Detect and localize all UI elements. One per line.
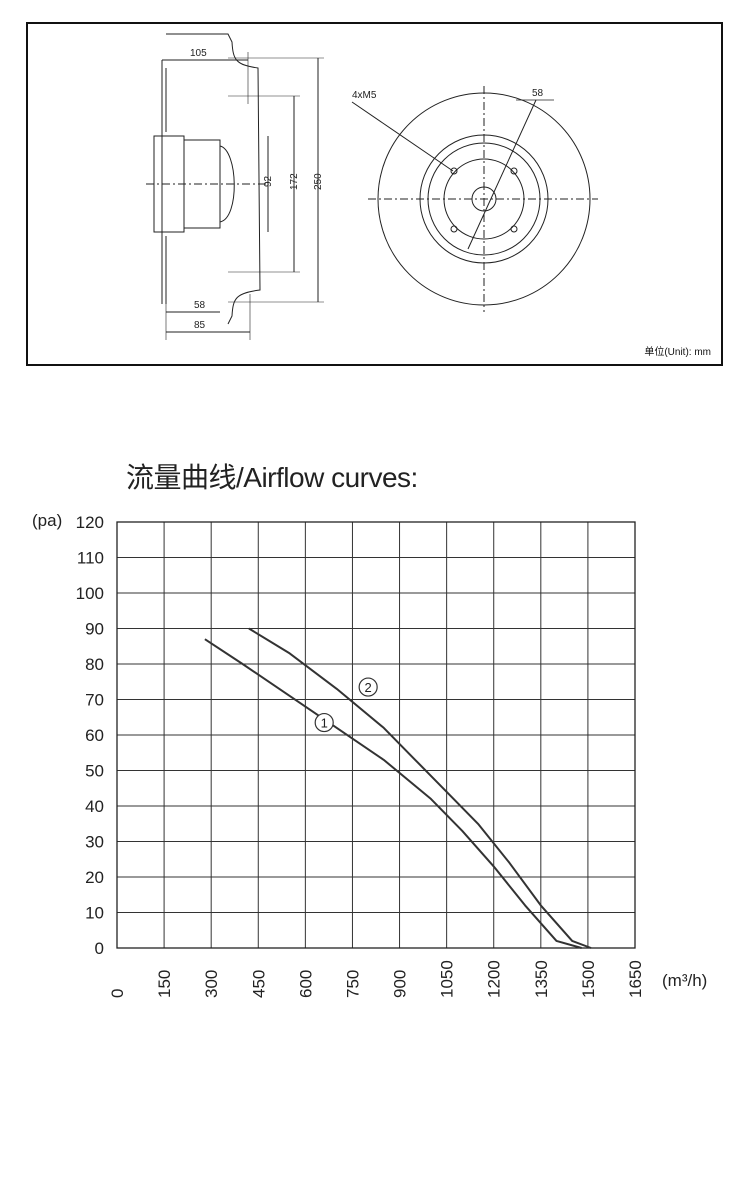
impeller-blades	[219, 145, 235, 223]
y-tick-label: 0	[95, 939, 104, 958]
y-tick-label: 100	[76, 584, 104, 603]
x-tick-label: 900	[391, 970, 410, 998]
x-axis-label: (m³/h)	[662, 971, 707, 990]
x-tick-label: 750	[343, 970, 362, 998]
plot-frame	[116, 521, 636, 949]
y-tick-label: 80	[85, 655, 104, 674]
series-label: 1	[321, 716, 328, 731]
x-tick-label: 450	[249, 970, 268, 998]
drawing-svg: 105 92 172 250 58 85 4xM5 58	[146, 33, 598, 340]
y-tick-label: 60	[85, 726, 104, 745]
series-label: 2	[365, 680, 372, 695]
dim-label-58-front: 58	[532, 88, 544, 99]
x-tick-label: 300	[202, 970, 221, 998]
y-axis-label: (pa)	[32, 511, 62, 530]
chart-grid	[116, 521, 636, 949]
x-tick-label: 150	[155, 970, 174, 998]
chart-series	[204, 627, 592, 949]
leader-screws	[351, 101, 454, 172]
series-marker-circle	[314, 712, 334, 733]
dim-label-105: 105	[190, 48, 207, 59]
x-tick-labels: 0 150 300 450 600 750 900 1050 1200 1350 1500 1650	[108, 960, 645, 998]
x-tick-label: 1050	[438, 960, 457, 998]
y-tick-labels: 0 10 20 30 40 50 60 70 80 90 100 110 120	[76, 513, 104, 958]
technical-drawing: 105 92 172 250 58 85 4xM5 58 单位(Unit): m…	[26, 22, 723, 366]
leader-bolt-circle	[467, 99, 537, 250]
series-line	[204, 638, 582, 949]
y-tick-label: 110	[77, 549, 104, 568]
x-tick-label: 600	[296, 970, 315, 998]
dim-label-172: 172	[289, 173, 300, 190]
y-tick-label: 20	[85, 868, 104, 887]
chart-title: 流量曲线/Airflow curves:	[126, 462, 418, 493]
fan-impeller-profile	[166, 33, 261, 325]
dim-label-250: 250	[313, 173, 324, 190]
x-tick-label: 1200	[485, 960, 504, 998]
y-tick-label: 50	[85, 762, 104, 781]
series-labels: 12	[314, 677, 378, 733]
y-tick-label: 120	[76, 513, 104, 532]
x-tick-label: 1650	[626, 960, 645, 998]
y-tick-label: 70	[85, 691, 104, 710]
series-line	[248, 627, 592, 949]
unit-note: 单位(Unit): mm	[644, 347, 711, 358]
dim-label-screws: 4xM5	[352, 90, 377, 101]
y-tick-label: 90	[85, 620, 104, 639]
series-marker-circle	[358, 677, 378, 697]
screw-hole	[510, 225, 518, 233]
screw-hole	[450, 167, 458, 175]
dim-label-92: 92	[263, 175, 274, 187]
y-tick-label: 40	[85, 797, 104, 816]
dim-label-58-side: 58	[194, 300, 206, 311]
y-tick-label: 30	[85, 833, 104, 852]
airflow-chart: 0 10 20 30 40 50 60 70 80 90 100 110 120 0 150 300 450 6…	[32, 511, 707, 998]
screw-hole	[450, 225, 458, 233]
x-tick-label: 0	[108, 989, 127, 998]
screw-hole	[510, 167, 518, 175]
x-tick-label: 1500	[579, 960, 598, 998]
y-tick-label: 10	[85, 904, 104, 923]
x-tick-label: 1350	[532, 960, 551, 998]
dim-label-85: 85	[194, 320, 206, 331]
